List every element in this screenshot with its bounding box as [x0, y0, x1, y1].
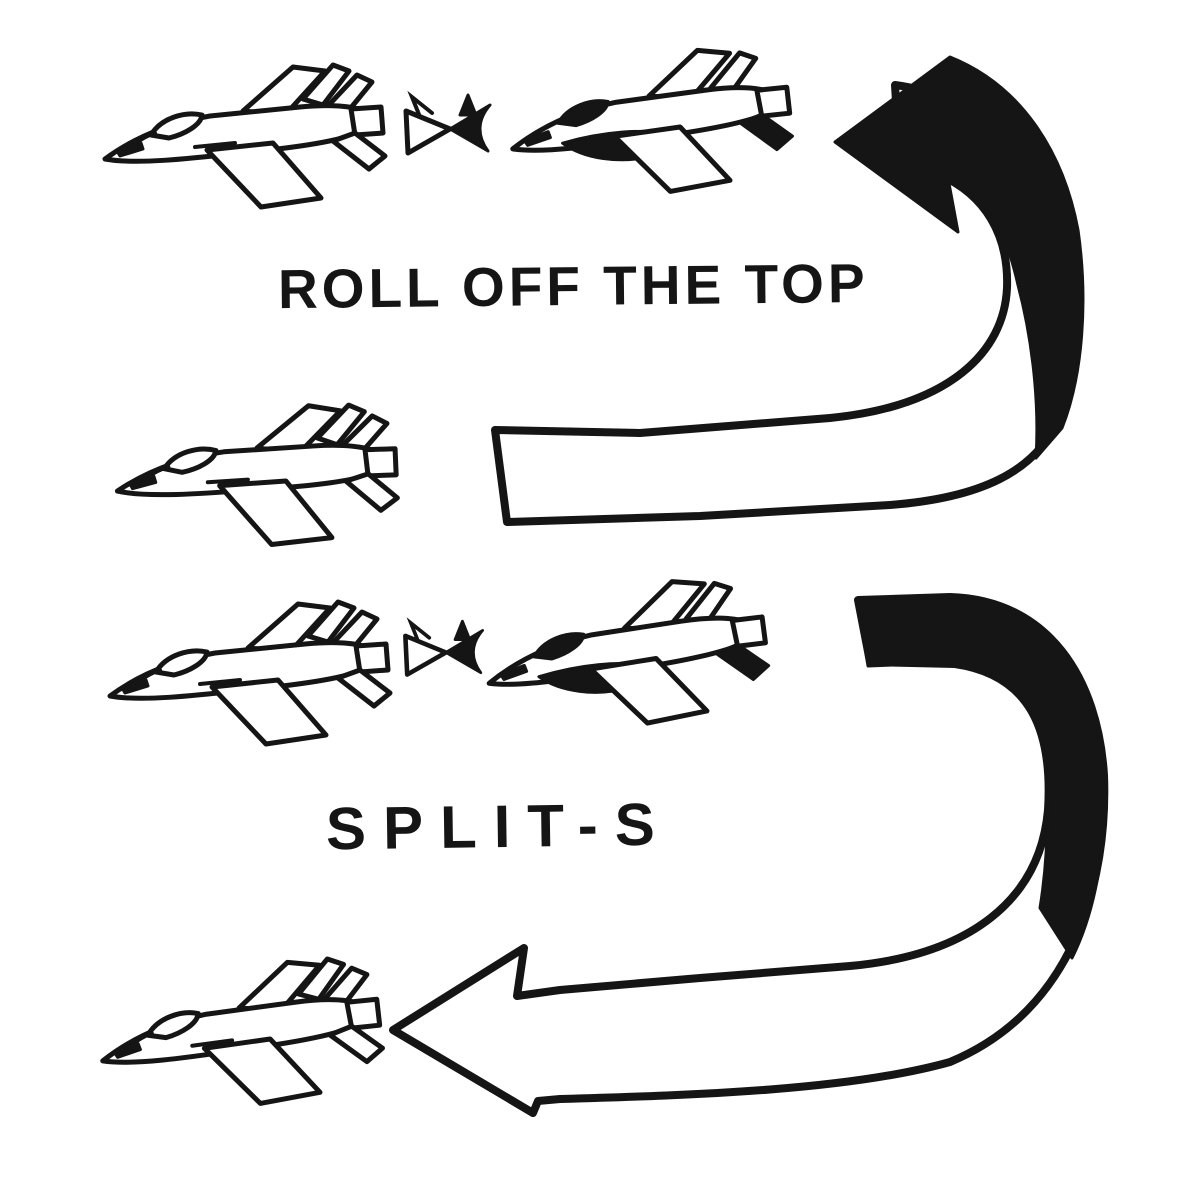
entry-fighter-jet-icon: [105, 65, 385, 207]
roll-off-the-top-section: [105, 47, 1085, 549]
exit-fighter-jet-icon: [116, 397, 401, 549]
u-turn-dive-arrow-icon: [389, 593, 1109, 1117]
exit-fighter-jet-icon: [99, 957, 384, 1109]
maneuver-label-roll-off-the-top: ROLL OFF THE TOP: [277, 251, 869, 321]
inverted-fighter-jet-icon: [510, 47, 795, 197]
maneuver-label-split-s: SPLIT-S: [325, 790, 673, 863]
split-s-section: [99, 577, 1109, 1117]
entry-fighter-jet-icon: [110, 602, 390, 744]
inverted-fighter-jet-icon: [484, 577, 771, 731]
u-turn-climb-arrow-icon: [491, 55, 1085, 526]
rolling-jet-icon: [406, 95, 490, 153]
rolling-jet-icon: [405, 621, 482, 674]
